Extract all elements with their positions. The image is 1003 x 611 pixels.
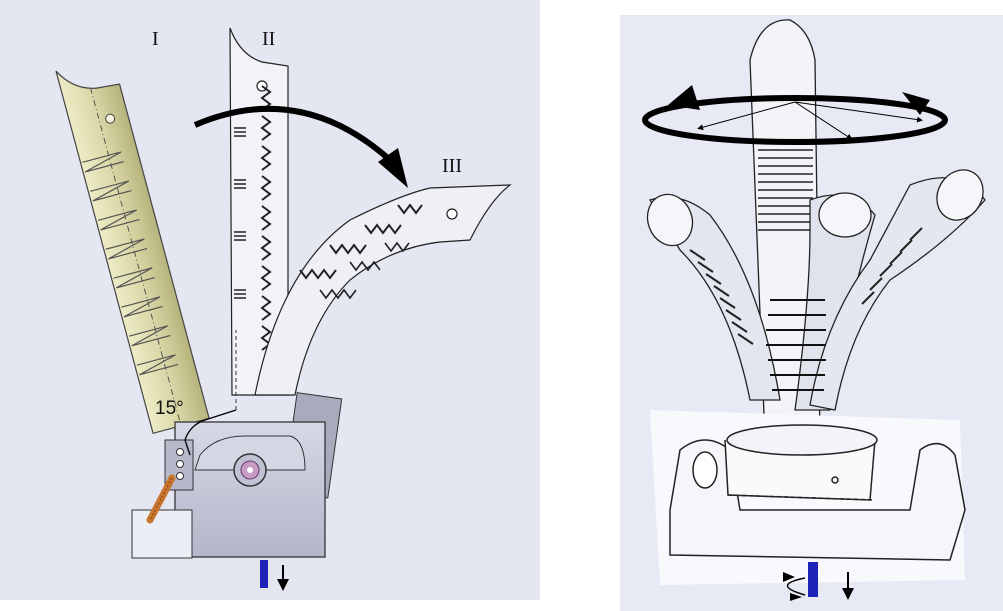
right-diagram-panel (620, 0, 1003, 611)
base-assembly (131, 392, 343, 559)
left-diagram-panel: 15° I II III (0, 0, 540, 600)
left-diagram-svg: 15° I II III (0, 0, 540, 600)
rotation-ring-arrow (642, 95, 948, 145)
actuator-bar (260, 560, 268, 588)
position-label-i: I (152, 28, 159, 50)
spring-element (146, 474, 176, 524)
arm-position-i (55, 70, 210, 435)
rotation-arrow-head-right (902, 92, 930, 115)
pin-hole (105, 113, 116, 124)
angle-label: 15° (155, 398, 184, 419)
right-diagram-svg (620, 15, 1003, 611)
bellows-center (766, 299, 826, 391)
arm-right (809, 169, 986, 411)
actuator-bar (808, 562, 818, 597)
arm-position-iii (254, 184, 512, 396)
rotation-arrow-head-left (668, 85, 700, 110)
rotation-vectors (697, 101, 923, 140)
position-label-ii: II (262, 28, 275, 50)
position-label-iii: III (442, 155, 462, 177)
twist-arrow-heads (783, 572, 802, 601)
base-block (650, 410, 966, 585)
central-arm (749, 19, 821, 441)
rotation-arrow-head (378, 148, 408, 188)
arm-position-ii (229, 27, 289, 396)
rotation-arrow (193, 105, 392, 163)
arm-left (646, 193, 781, 401)
pin-hole (446, 208, 458, 220)
twist-arrow (786, 577, 806, 596)
angle-arc (184, 409, 237, 456)
